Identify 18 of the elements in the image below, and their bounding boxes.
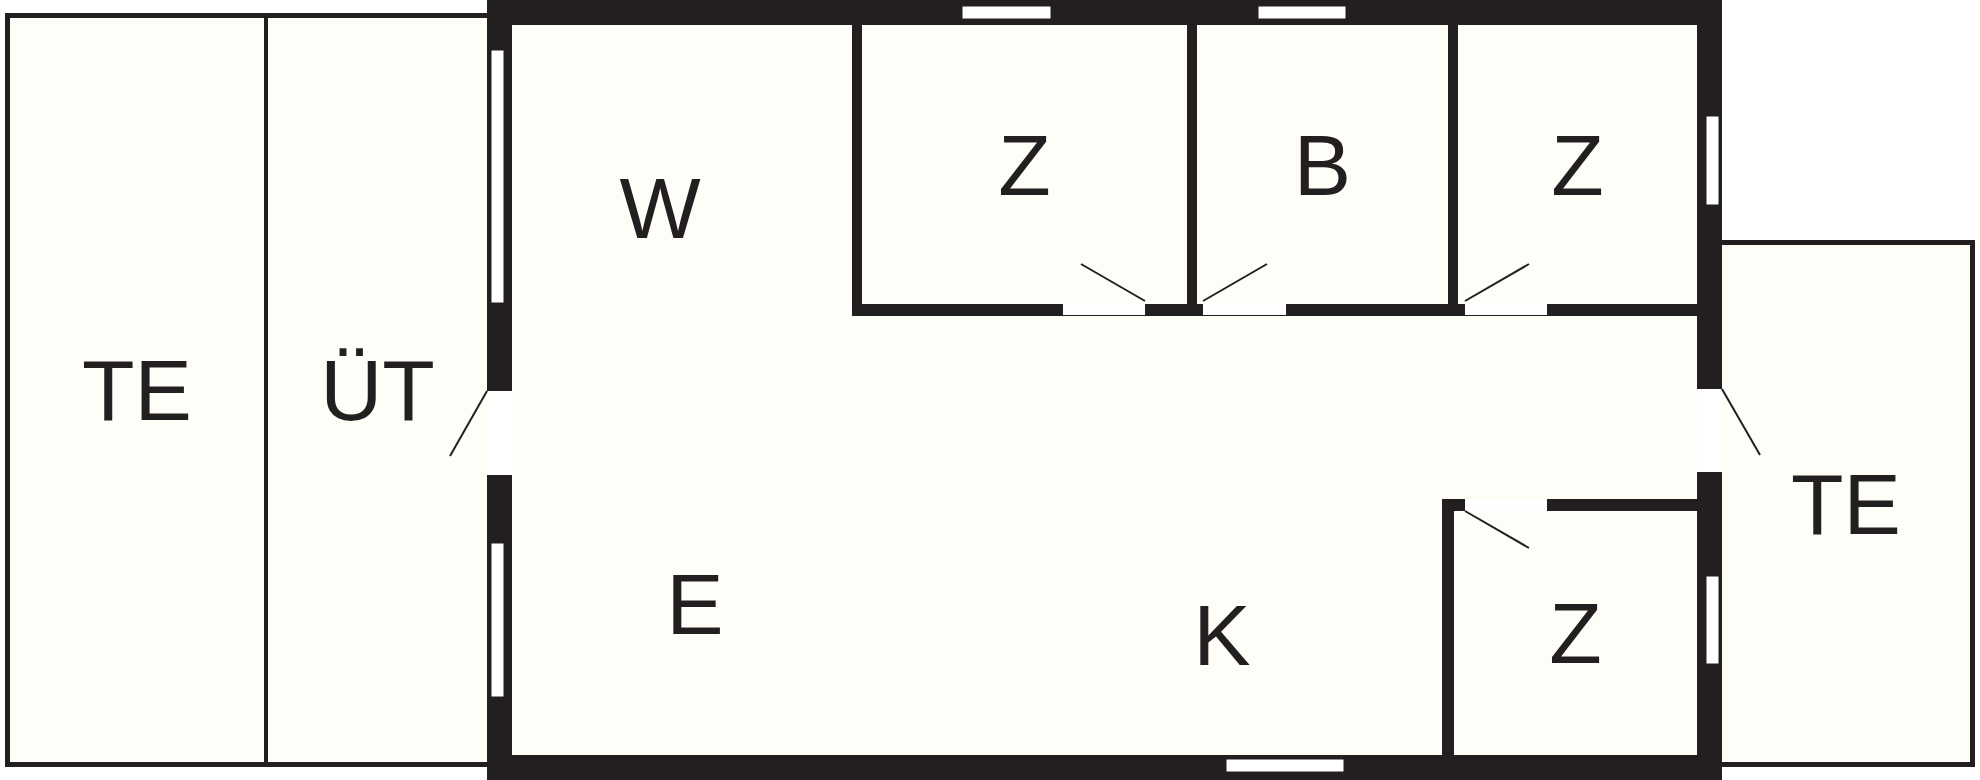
room-outline bbox=[487, 0, 1722, 780]
room-outline bbox=[268, 13, 487, 767]
room-label: Z bbox=[1549, 590, 1602, 676]
room-label: Z bbox=[998, 121, 1051, 208]
room-outline bbox=[1448, 25, 1697, 316]
room-label: TE bbox=[1791, 460, 1901, 547]
room-outline bbox=[1187, 25, 1448, 316]
room-label: TE bbox=[82, 347, 192, 433]
room-outline bbox=[5, 13, 268, 767]
room-label: ÜT bbox=[320, 347, 435, 433]
room-outline bbox=[852, 25, 1187, 316]
room-outline bbox=[1442, 499, 1697, 755]
room-label: W bbox=[619, 165, 701, 251]
room-label: E bbox=[666, 561, 724, 647]
room-label: B bbox=[1293, 121, 1352, 208]
room-label: Z bbox=[1551, 121, 1604, 208]
room-label: K bbox=[1193, 592, 1251, 678]
room-outline bbox=[1722, 240, 1975, 767]
